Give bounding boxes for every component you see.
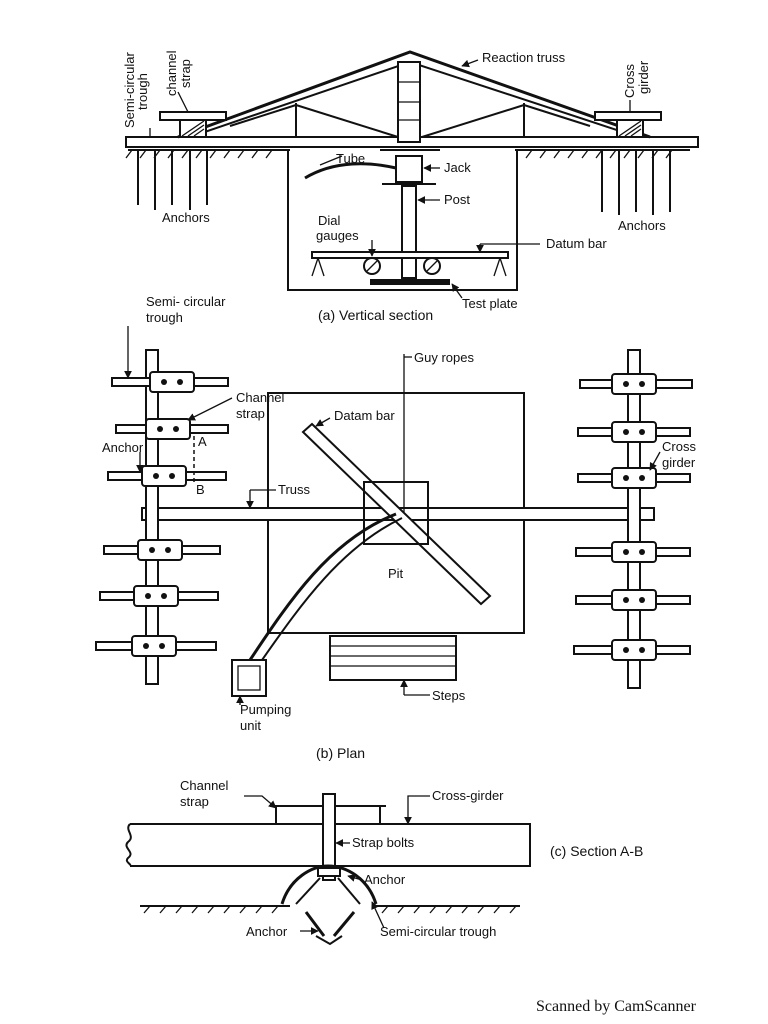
label-dial-gauges-2: gauges — [316, 228, 359, 243]
label-point-a: A — [198, 434, 207, 449]
label-anchor-c-left: Anchor — [246, 924, 288, 939]
anchors-right-piles — [601, 150, 671, 215]
tube — [304, 162, 397, 180]
cross-girder-right-top — [594, 111, 662, 121]
label-post: Post — [444, 192, 470, 207]
caption-plan: (b) Plan — [316, 745, 365, 761]
strap-bolt — [322, 793, 336, 881]
label-pit: Pit — [388, 566, 404, 581]
label-cross-girder-a-2: girder — [636, 60, 651, 94]
label-semi-circular-trough-b-2: trough — [146, 310, 183, 325]
label-channel-strap-b-1: Channel — [236, 390, 285, 405]
post — [401, 185, 417, 279]
label-cross-girder-b-2: girder — [662, 455, 696, 470]
label-dial-gauges-1: Dial — [318, 213, 341, 228]
test-plate — [370, 279, 450, 285]
truss-web-members — [229, 103, 591, 138]
label-truss-b: Truss — [278, 482, 311, 497]
label-channel-strap-a: channel — [164, 50, 179, 96]
label-semi-circular-trough-b-1: Semi- circular — [146, 294, 226, 309]
cross-girders-right — [573, 373, 693, 661]
semi-circular-trough-section — [280, 864, 378, 905]
datum-bar-plan — [301, 422, 492, 606]
pit-outline — [287, 150, 518, 291]
label-pumping-unit-2: unit — [240, 718, 261, 733]
label-jack: Jack — [444, 160, 471, 175]
label-semi-circular-trough-a: Semi-circular — [122, 51, 137, 128]
label-anchor-b: Anchor — [102, 440, 144, 455]
label-point-b: B — [196, 482, 205, 497]
ground-hatch-right — [525, 149, 673, 159]
label-anchors-left: Anchors — [162, 210, 210, 225]
test-plate-plan — [363, 481, 429, 545]
caption-vertical-section: (a) Vertical section — [318, 307, 433, 323]
label-datum-bar-b: Datam bar — [334, 408, 395, 423]
tube-plan — [248, 512, 397, 661]
label-datum-bar-a: Datum bar — [546, 236, 607, 251]
label-pumping-unit-1: Pumping — [240, 702, 291, 717]
label-channel-strap-c-1: Channel — [180, 778, 229, 793]
label-cross-girder-a: Cross — [622, 64, 637, 98]
anchor-section — [304, 911, 356, 937]
reaction-truss-rafters — [177, 50, 651, 139]
scanner-watermark: Scanned by CamScanner — [536, 998, 697, 1015]
label-tube: Tube — [336, 151, 365, 166]
label-channel-strap-a-2: strap — [178, 59, 193, 88]
section-a-b-drawing — [125, 793, 531, 946]
label-guy-ropes: Guy ropes — [414, 350, 474, 365]
cross-girders-left — [95, 371, 229, 657]
jack — [395, 155, 423, 183]
vertical-section-drawing — [125, 50, 699, 299]
semi-circular-trough-right — [627, 349, 641, 689]
ground-hatch-left — [125, 149, 273, 159]
label-steps: Steps — [432, 688, 466, 703]
label-cross-girder-b-1: Cross — [662, 439, 696, 454]
plan-drawing — [95, 326, 693, 705]
label-reaction-truss: Reaction truss — [482, 50, 566, 65]
datum-bar — [311, 251, 509, 259]
label-semi-circular-trough-c: Semi-circular trough — [380, 924, 496, 939]
label-semi-circular-trough-a-2: trough — [135, 73, 150, 110]
label-channel-strap-b-2: strap — [236, 406, 265, 421]
label-anchor-c-right: Anchor — [364, 872, 406, 887]
semi-circular-trough-left — [145, 349, 159, 685]
steps — [329, 635, 457, 681]
label-anchors-right: Anchors — [618, 218, 666, 233]
caption-section-a-b: (c) Section A-B — [550, 843, 643, 859]
label-strap-bolts: Strap bolts — [352, 835, 415, 850]
channel-strap-left-top — [159, 111, 227, 121]
label-cross-girder-c: Cross-girder — [432, 788, 504, 803]
anchors-left-piles — [137, 150, 208, 210]
label-test-plate: Test plate — [462, 296, 518, 311]
label-channel-strap-c-2: strap — [180, 794, 209, 809]
